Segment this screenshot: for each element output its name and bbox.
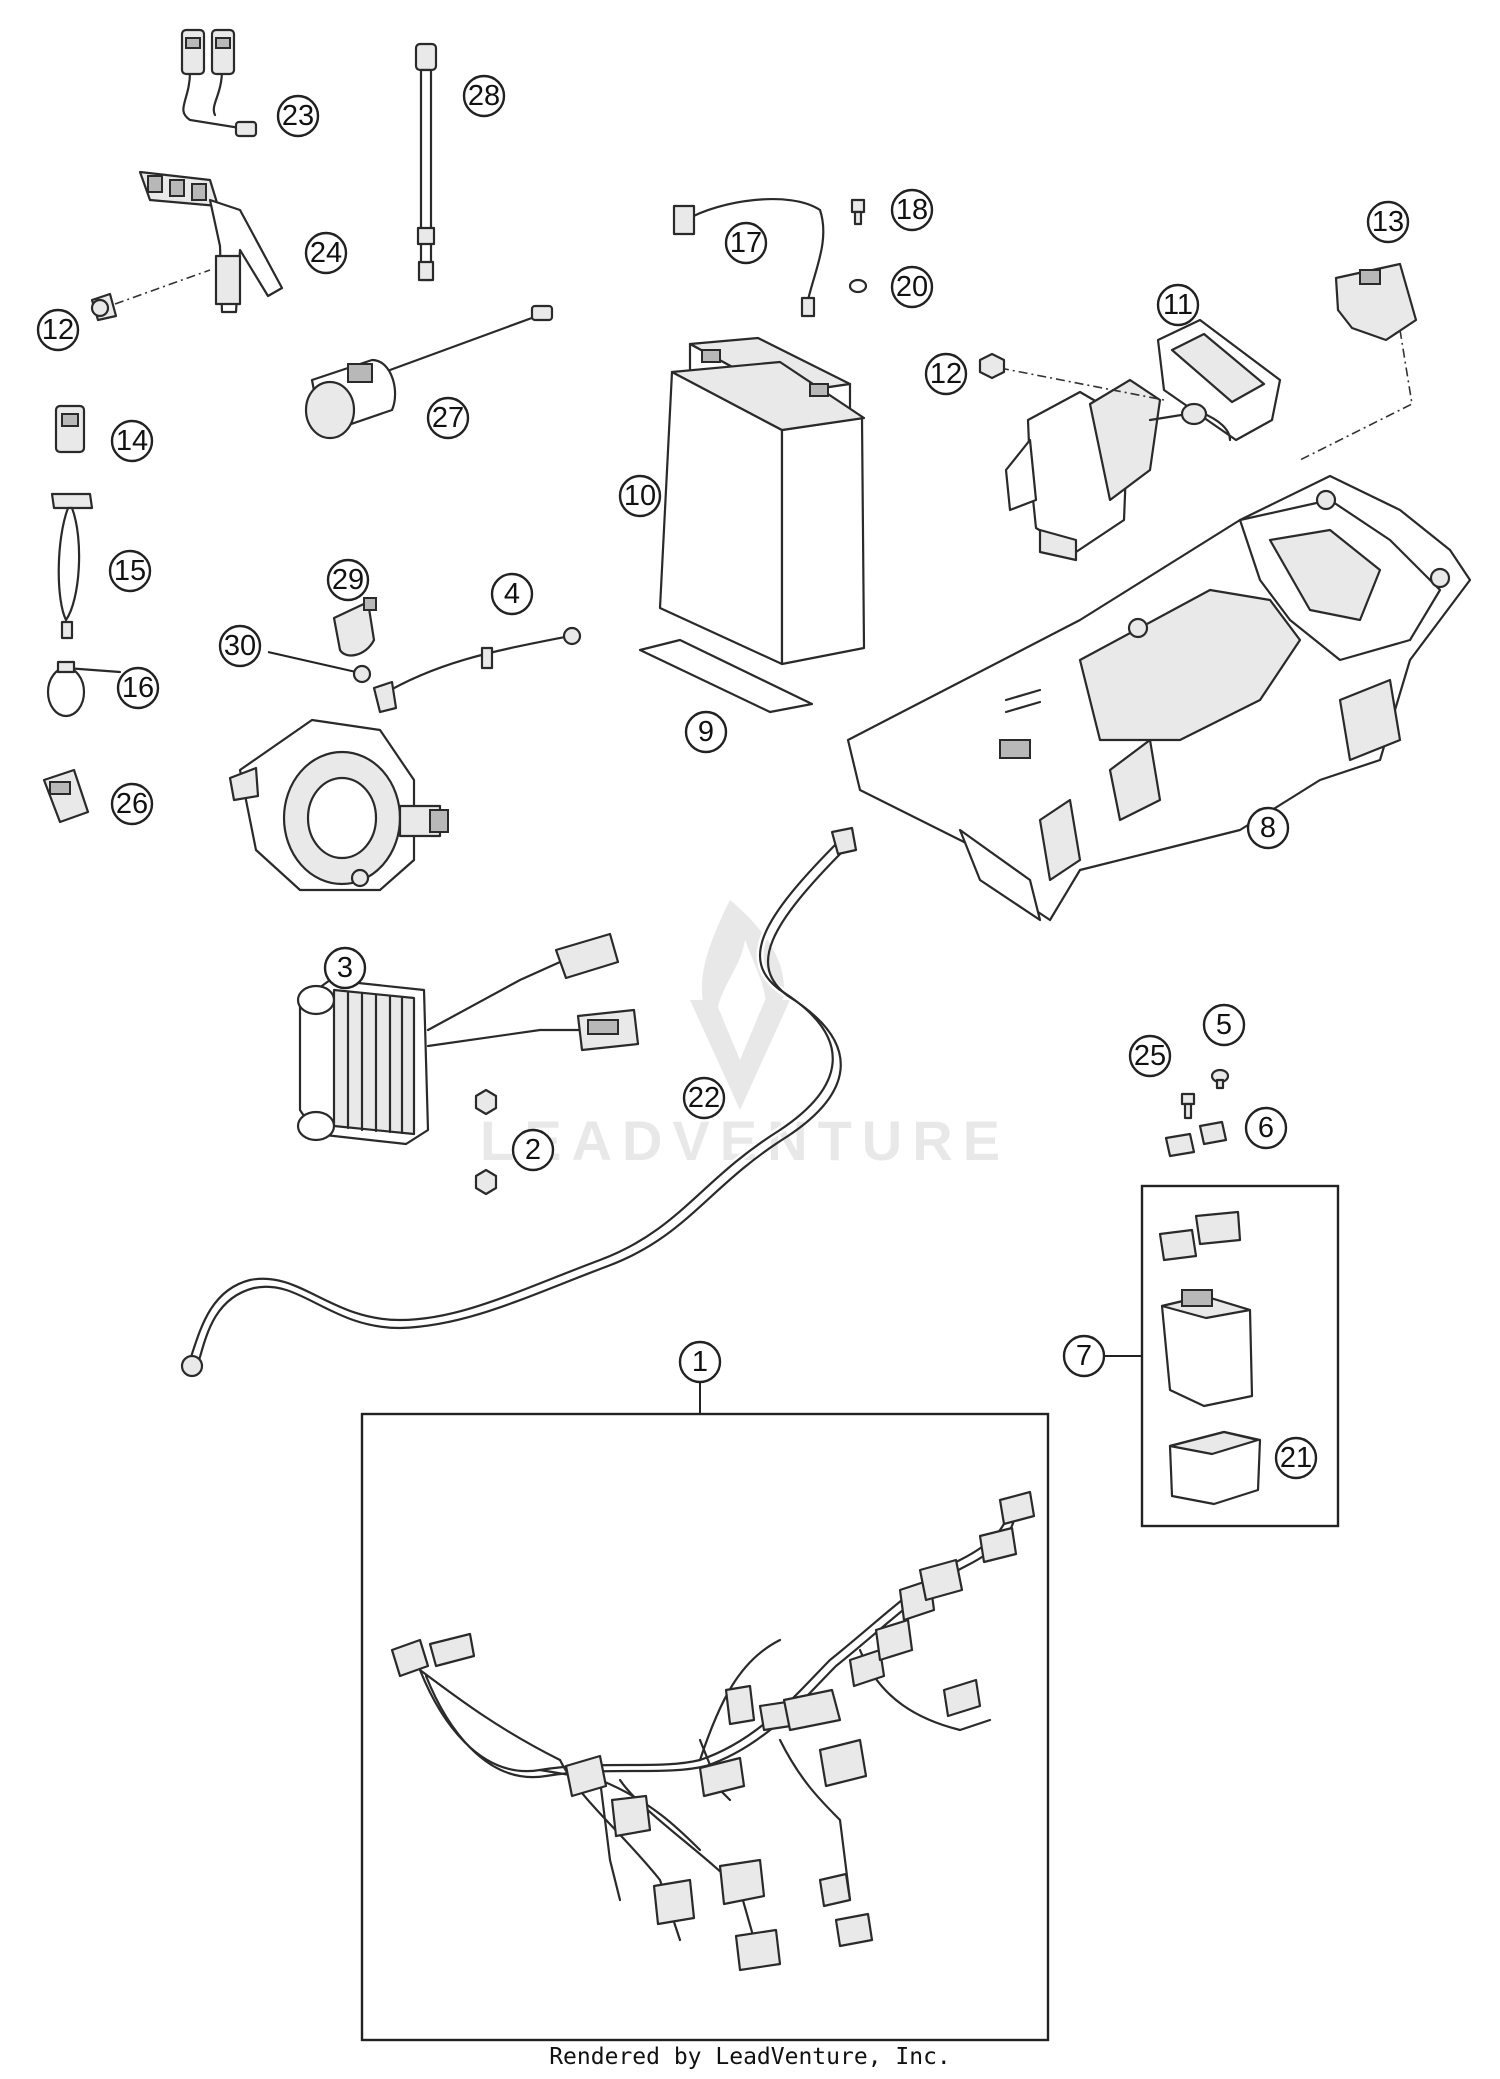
callout-label: 13 <box>1372 206 1404 238</box>
callout-5: 5 <box>1202 1003 1246 1047</box>
callout-label: 30 <box>224 630 256 662</box>
part-1-wiring-harness <box>390 1490 1036 1972</box>
callout-30: 30 <box>218 624 262 668</box>
callout-24: 24 <box>304 231 348 275</box>
callout-9: 9 <box>684 710 728 754</box>
part-13-relay <box>1299 262 1418 461</box>
part-16-cable-tie <box>46 660 122 718</box>
part-29-cap <box>332 597 377 657</box>
callout-label: 26 <box>116 788 148 820</box>
part-8-frame-tray <box>846 474 1472 922</box>
callout-label: 18 <box>896 194 928 226</box>
callout-label: 28 <box>468 80 500 112</box>
callout-8: 8 <box>1246 806 1290 850</box>
callout-2: 2 <box>511 1128 555 1172</box>
callout-label: 5 <box>1216 1009 1232 1041</box>
part-22-cable <box>180 826 858 1378</box>
callout-label: 20 <box>896 271 928 303</box>
part-6-fuses <box>1164 1120 1228 1158</box>
callout-label: 1 <box>692 1346 708 1378</box>
part-2-screws <box>474 1088 498 1196</box>
part-14-relay <box>54 404 86 454</box>
callout-label: 12 <box>930 358 962 390</box>
callout-label: 25 <box>1134 1040 1166 1072</box>
callout-6: 6 <box>1244 1106 1288 1150</box>
part-7-relay-kit-box <box>1104 1184 1340 1528</box>
part-3-regulator <box>296 932 640 1146</box>
callout-15: 15 <box>108 549 152 593</box>
part-20-washer <box>848 278 868 294</box>
callout-label: 11 <box>1163 289 1193 321</box>
part-17-cable <box>672 197 825 318</box>
callout-10: 10 <box>618 474 662 518</box>
callout-label: 29 <box>332 564 364 596</box>
callout-27: 27 <box>426 396 470 440</box>
callout-label: 27 <box>432 402 464 434</box>
callout-label: 7 <box>1076 1340 1092 1372</box>
callout-29: 29 <box>326 558 370 602</box>
part-1-wiring-harness-box <box>360 1382 1050 2042</box>
part-12-nut-right <box>978 352 1165 401</box>
callout-21: 21 <box>1274 1436 1318 1480</box>
watermark: LEADVENTURE <box>480 900 1010 1172</box>
callout-14: 14 <box>110 419 154 463</box>
part-26-switch <box>42 768 90 824</box>
callout-11: 11 <box>1156 283 1200 327</box>
callout-label: 17 <box>730 227 762 259</box>
part-11-holder-module <box>1004 318 1282 562</box>
part-28-cable-rod <box>414 42 438 282</box>
part-30-nut <box>267 651 372 684</box>
callout-22: 22 <box>682 1076 726 1120</box>
callout-12-right: 12 <box>924 352 968 396</box>
part-9-pad <box>638 638 814 714</box>
callout-label: 2 <box>525 1134 541 1166</box>
callout-label: 24 <box>310 237 342 269</box>
callout-25: 25 <box>1128 1034 1172 1078</box>
callout-label: 4 <box>504 578 520 610</box>
part-27-sensor <box>304 304 554 440</box>
footer-credit: Rendered by LeadVenture, Inc. <box>549 2044 951 2070</box>
callout-13: 13 <box>1366 200 1410 244</box>
callout-label: 10 <box>624 480 656 512</box>
callout-7: 7 <box>1062 1334 1106 1378</box>
part-4-cable <box>372 626 582 714</box>
callout-17: 17 <box>724 221 768 265</box>
starter-motor <box>228 718 449 892</box>
callout-16: 16 <box>116 666 160 710</box>
callout-4: 4 <box>490 572 534 616</box>
callout-23: 23 <box>276 94 320 138</box>
callout-label: 8 <box>1260 812 1276 844</box>
callout-label: 14 <box>116 425 148 457</box>
part-5-screw <box>1210 1068 1230 1090</box>
part-24-connector-block <box>90 170 284 322</box>
callout-label: 6 <box>1258 1112 1274 1144</box>
part-18-bolt <box>850 198 866 226</box>
part-15-probe <box>50 492 94 640</box>
part-25-screw <box>1180 1092 1196 1120</box>
callout-label: 21 <box>1280 1442 1312 1474</box>
callout-18: 18 <box>890 188 934 232</box>
watermark-text: LEADVENTURE <box>480 1109 1010 1172</box>
callout-12-left: 12 <box>36 308 80 352</box>
callout-20: 20 <box>890 265 934 309</box>
callout-28: 28 <box>462 74 506 118</box>
callout-label: 16 <box>122 672 154 704</box>
callout-26: 26 <box>110 782 154 826</box>
callout-label: 9 <box>698 716 714 748</box>
part-23-cable-connectors <box>180 28 258 138</box>
callout-label: 15 <box>114 555 146 587</box>
callout-3: 3 <box>323 946 367 990</box>
callout-label: 3 <box>337 952 353 984</box>
part-10-battery <box>658 336 866 666</box>
callout-1: 1 <box>678 1340 722 1384</box>
callout-label: 22 <box>688 1082 720 1114</box>
callout-label: 23 <box>282 100 314 132</box>
callout-label: 12 <box>42 314 74 346</box>
